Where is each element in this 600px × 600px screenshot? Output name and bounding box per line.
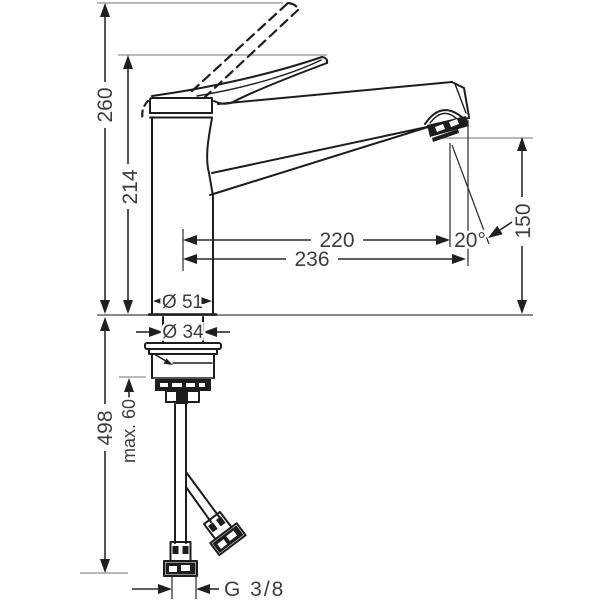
dimension-max-counter-thickness: max. 60 bbox=[117, 378, 142, 466]
dimension-label-outlet-height: 150 bbox=[512, 203, 535, 238]
dimension-handle-height: 214 bbox=[117, 55, 145, 314]
dimension-outlet-height: 150 bbox=[510, 137, 538, 314]
dimension-label-max-counter-thickness: max. 60 bbox=[119, 399, 139, 463]
dimension-label-reach-aerator: 220 bbox=[319, 229, 354, 252]
dimension-connection-thread: G 3/8 bbox=[132, 576, 286, 600]
dimension-reach-total: 236 bbox=[183, 120, 469, 274]
aerator bbox=[424, 109, 469, 142]
dimension-label-handle-height: 214 bbox=[119, 169, 142, 204]
dimension-label-shank-diameter: Ø 34 bbox=[162, 322, 204, 343]
escutcheon-flange bbox=[144, 342, 222, 355]
rotation-arrow-icon bbox=[153, 353, 167, 362]
supply-hose-vertical bbox=[163, 403, 198, 577]
body-pillar bbox=[147, 117, 218, 316]
faucet-artwork bbox=[141, 1, 470, 577]
spout bbox=[209, 81, 470, 196]
dimension-label-overall-height: 260 bbox=[94, 87, 117, 122]
dimension-label-hose-length: 498 bbox=[94, 410, 117, 445]
dimension-reach-aerator: 220 bbox=[182, 143, 451, 271]
handle-raised-dashed bbox=[141, 1, 300, 123]
dimension-shank-diameter: Ø 34 bbox=[136, 320, 230, 346]
dimension-label-connection-thread: G 3/8 bbox=[224, 578, 285, 600]
mounting-nut bbox=[155, 379, 211, 404]
dimension-label-reach-total: 236 bbox=[294, 248, 329, 271]
dimension-label-base-diameter: Ø 51 bbox=[162, 292, 203, 313]
dimension-overall-height: 260 bbox=[92, 3, 120, 314]
dimension-label-outlet-angle: 20° bbox=[454, 229, 486, 252]
dimension-hose-length: 498 bbox=[92, 317, 120, 573]
mounting-cylinder bbox=[151, 353, 215, 379]
dimension-outlet-angle: 20° bbox=[451, 144, 513, 255]
body-cap bbox=[149, 97, 213, 119]
dimension-base-diameter: Ø 51 bbox=[153, 290, 212, 316]
supply-hose-angled bbox=[185, 471, 247, 557]
mounting-shank bbox=[162, 316, 204, 344]
